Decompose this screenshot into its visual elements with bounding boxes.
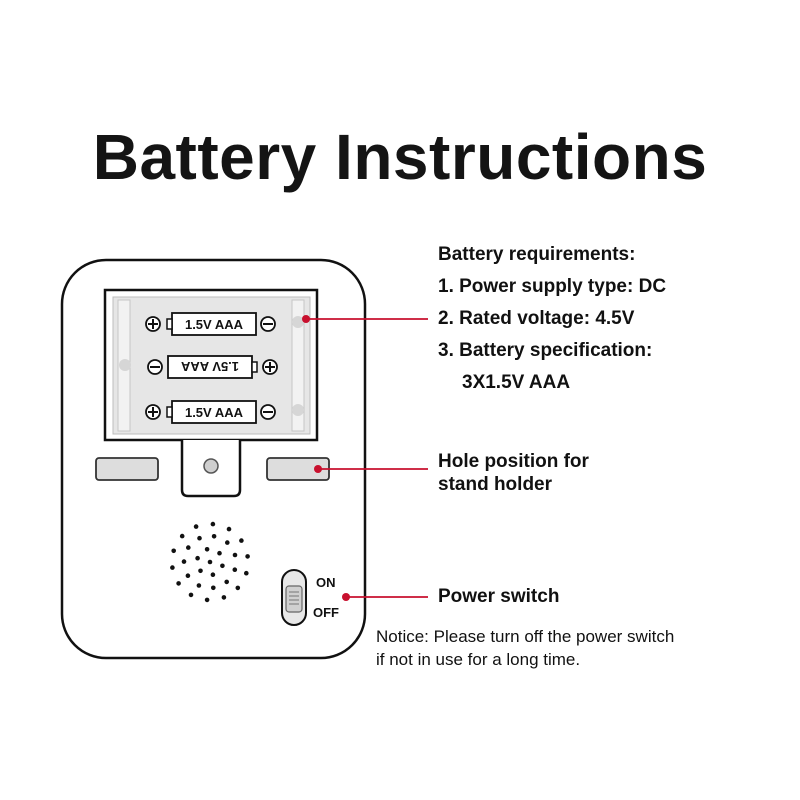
speaker-hole (226, 526, 232, 532)
requirement-item: 2. Rated voltage: 4.5V (438, 308, 635, 329)
speaker-hole (179, 533, 185, 539)
battery-3: 1.5V AAA (145, 400, 276, 424)
speaker-hole (221, 595, 227, 600)
speaker-hole (196, 583, 202, 588)
speaker-hole (210, 521, 216, 527)
speaker-hole (185, 573, 191, 578)
switch-on-label: ON (316, 575, 336, 590)
notice-line-1: Notice: Please turn off the power switch (376, 627, 675, 646)
speaker-hole (211, 585, 216, 591)
speaker-hole (210, 572, 216, 577)
speaker-hole (244, 570, 249, 576)
speaker-hole (235, 585, 241, 591)
speaker-hole (232, 567, 238, 572)
hole-position-label: Hole position for (438, 451, 589, 472)
requirement-item: 3X1.5V AAA (462, 372, 571, 393)
speaker-hole (232, 552, 238, 558)
speaker-hole (193, 524, 199, 529)
page-title: Battery Instructions (92, 121, 708, 193)
battery-label: 1.5V AAA (180, 359, 239, 374)
requirement-item: 1. Power supply type: DC (438, 276, 667, 297)
stand-holder-label: stand holder (438, 474, 553, 495)
switch-knob[interactable] (285, 585, 303, 613)
power-switch[interactable] (281, 569, 307, 626)
screw-hole (203, 458, 219, 474)
speaker-hole (217, 550, 222, 556)
speaker-hole (176, 581, 181, 586)
speaker-hole (171, 548, 176, 554)
requirements-heading: Battery requirements: (438, 244, 636, 265)
power-switch-label: Power switch (438, 586, 560, 607)
battery-label: 1.5V AAA (185, 405, 244, 420)
notice-line-2: if not in use for a long time. (376, 650, 581, 669)
speaker-hole (204, 597, 210, 603)
speaker-hole (197, 535, 202, 541)
requirement-item: 3. Battery specification: (438, 340, 653, 361)
speaker-hole (225, 540, 230, 545)
stand-holder-hole-left (95, 457, 159, 481)
speaker-hole (181, 559, 187, 564)
callout-line-battery (302, 315, 428, 323)
switch-off-label: OFF (313, 605, 339, 620)
callout-line-hole (314, 465, 428, 473)
speaker-hole (207, 559, 213, 565)
speaker-hole (204, 547, 210, 552)
speaker-hole (188, 592, 194, 598)
battery-2: 1.5V AAA (147, 355, 278, 379)
battery-1: 1.5V AAA (145, 312, 276, 336)
speaker-hole (224, 579, 229, 585)
speaker-hole (239, 538, 244, 543)
speaker-hole (220, 563, 225, 569)
speaker-hole (211, 534, 217, 539)
speaker-hole (198, 568, 203, 574)
battery-label: 1.5V AAA (185, 317, 244, 332)
speaker-hole (170, 565, 175, 570)
speaker-hole (245, 554, 250, 559)
speaker-grille (170, 521, 250, 603)
speaker-hole (195, 555, 200, 561)
callout-line-switch (342, 593, 428, 601)
speaker-hole (186, 545, 191, 550)
